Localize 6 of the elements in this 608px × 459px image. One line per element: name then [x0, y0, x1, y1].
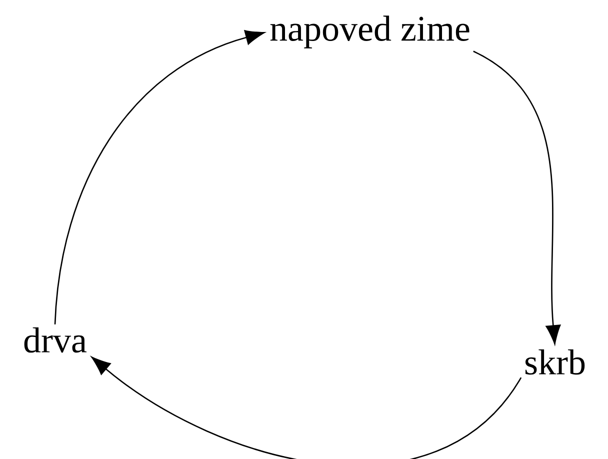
node-label: napoved zime: [270, 16, 470, 48]
node-label: skrb: [525, 349, 585, 375]
arrow: [473, 50, 561, 344]
arrow: [91, 356, 522, 459]
node-label: drva: [24, 327, 86, 353]
arrow: [54, 30, 265, 324]
